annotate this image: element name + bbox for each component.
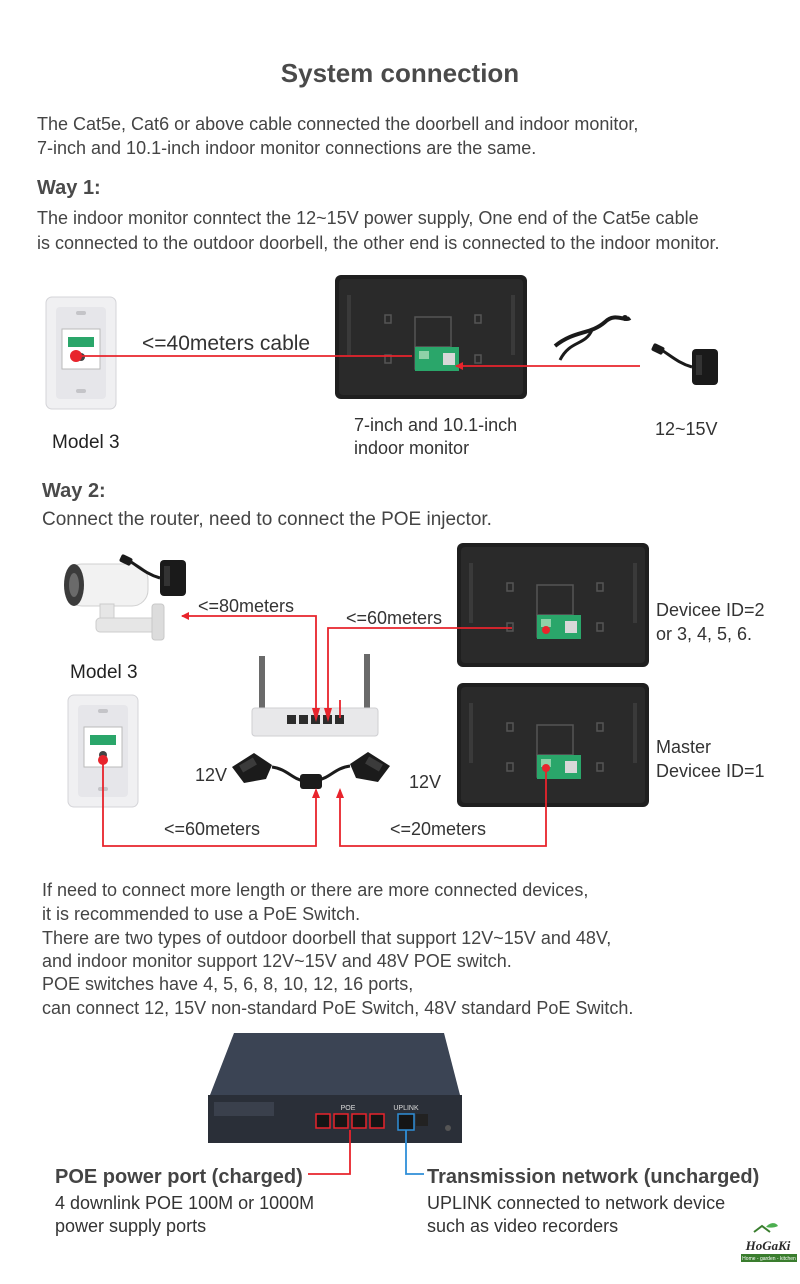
way1-heading: Way 1:: [37, 177, 101, 199]
way1-desc-2: is connected to the outdoor doorbell, th…: [37, 233, 720, 253]
way1-desc-1: The indoor monitor conntect the 12~15V p…: [37, 208, 699, 228]
way1-monitor-label-2: indoor monitor: [354, 438, 470, 458]
poe-port-title: POE power port (charged): [55, 1166, 303, 1188]
right-poe-injector: [298, 750, 392, 790]
poe-port-pointer: [308, 1130, 351, 1175]
page-title: System connection: [280, 58, 520, 88]
uplink-tag: UPLINK: [393, 1105, 419, 1112]
poe-port-desc-1: 4 downlink POE 100M or 1000M: [55, 1193, 315, 1213]
way2-camera-cable-label: <=80meters: [198, 596, 295, 616]
device2-label-1: Devicee ID=2: [656, 600, 765, 620]
monitor-id-2: [456, 542, 650, 668]
intro-line-1: The Cat5e, Cat6 or above cable connected…: [37, 114, 639, 134]
hogaki-logo: [753, 1223, 778, 1233]
logo-tagline: Home - garden - kitchen: [742, 1256, 796, 1262]
uplink-pointer: [405, 1130, 424, 1175]
note-line-2: it is recommended to use a PoE Switch.: [42, 904, 361, 924]
master-cable-line: [339, 768, 547, 847]
note-line-3: There are two types of outdoor doorbell …: [42, 928, 612, 948]
uplink-desc-1: UPLINK connected to network device: [427, 1193, 726, 1213]
monitor2-cable-line: [327, 627, 512, 718]
note-line-1: If need to connect more length or there …: [42, 880, 589, 900]
uplink-title: Transmission network (uncharged): [427, 1166, 760, 1188]
poe-tag: POE: [341, 1105, 356, 1112]
note-line-4: and indoor monitor support 12V~15V and 4…: [42, 951, 512, 971]
doorbell-cable-label: <=60meters: [164, 819, 261, 839]
note-line-5: POE switches have 4, 5, 6, 8, 10, 12, 16…: [42, 974, 414, 994]
device2-label-2: or 3, 4, 5, 6.: [656, 624, 753, 644]
way2-model-label: Model 3: [70, 662, 138, 683]
poe-port-desc-2: power supply ports: [55, 1216, 207, 1236]
way2-heading: Way 2:: [42, 480, 106, 502]
logo-brand: HoGaKi: [745, 1238, 791, 1253]
way1-cable-label: <=40meters cable: [142, 332, 311, 355]
master-label-2: Devicee ID=1: [656, 761, 765, 781]
intro-line-2: 7-inch and 10.1-inch indoor monitor conn…: [37, 138, 537, 158]
way2-desc: Connect the router, need to connect the …: [42, 509, 492, 530]
way1-model-label: Model 3: [52, 432, 120, 453]
way1-power-adapter: [649, 341, 720, 387]
ip-camera: [64, 563, 165, 641]
way1-power-label: 12~15V: [655, 419, 718, 439]
left-power-label: 12V: [195, 765, 228, 785]
poe-switch: [208, 1033, 462, 1143]
router: [251, 654, 379, 737]
way1-indoor-monitor: [334, 274, 528, 400]
doorbell-cable-line: [102, 758, 317, 847]
way1-monitor-label-1: 7-inch and 10.1-inch: [354, 415, 518, 435]
master-monitor: [456, 682, 650, 808]
uplink-desc-2: such as video recorders: [427, 1216, 619, 1236]
master-cable-label: <=20meters: [390, 819, 487, 839]
master-label-1: Master: [656, 737, 712, 757]
note-line-6: can connect 12, 15V non-standard PoE Swi…: [42, 998, 634, 1018]
camera-cable-line: [181, 612, 317, 718]
right-power-label: 12V: [409, 772, 442, 792]
way2-monitor2-cable-label: <=60meters: [346, 608, 443, 628]
